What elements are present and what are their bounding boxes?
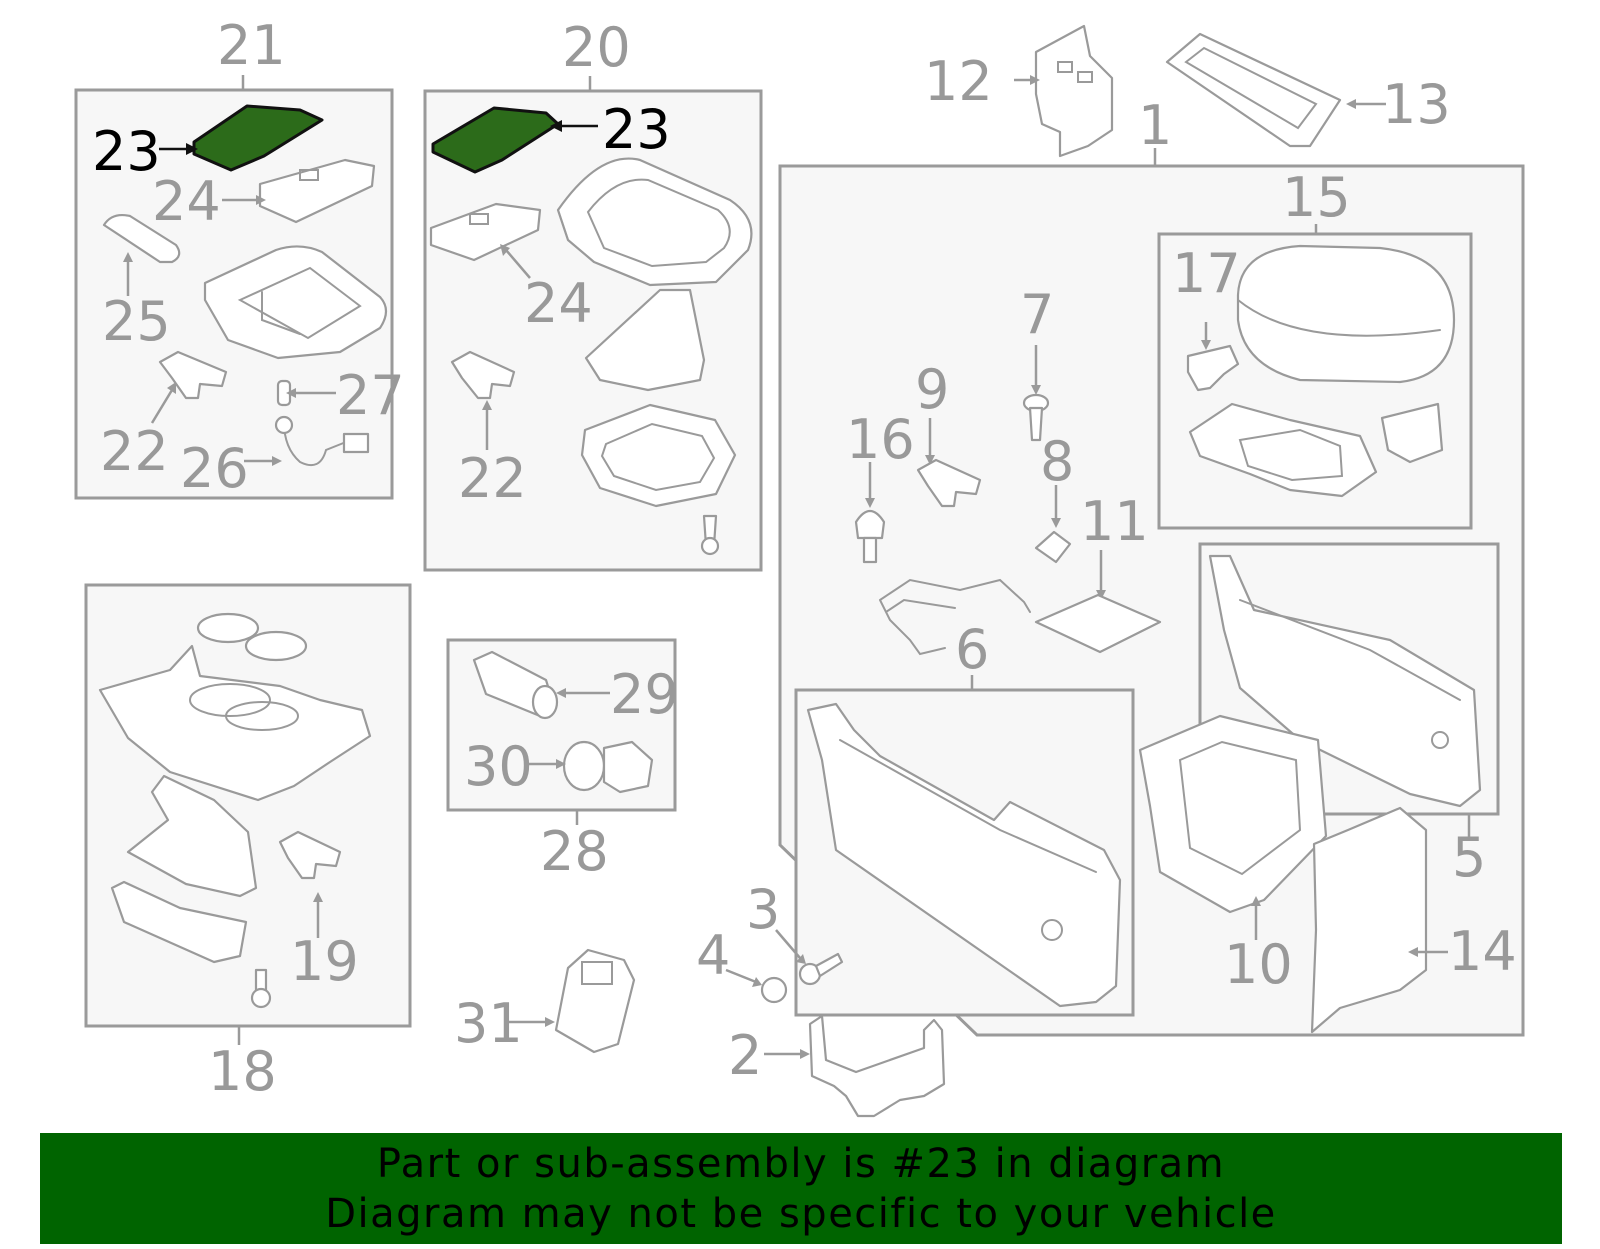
- bracket-wire: [879, 578, 1031, 656]
- label-19: 19: [290, 930, 359, 993]
- switch-31: [554, 948, 636, 1054]
- label-28: 28: [540, 820, 609, 883]
- label-17: 17: [1172, 242, 1241, 305]
- pad-11: [1034, 593, 1162, 654]
- armrest-base: [1188, 402, 1378, 498]
- label-7: 7: [1020, 283, 1054, 346]
- ring-18a: [196, 612, 260, 644]
- part-23-highlight-right: [431, 106, 560, 174]
- label-20: 20: [562, 16, 631, 79]
- label-12: 12: [924, 50, 993, 113]
- label-25: 25: [102, 290, 171, 353]
- label-26: 26: [180, 437, 249, 500]
- label-1: 1: [1138, 94, 1172, 157]
- label-21: 21: [217, 14, 286, 77]
- label-22b: 22: [458, 447, 527, 510]
- label-8: 8: [1040, 430, 1074, 493]
- label-14: 14: [1448, 920, 1517, 983]
- clip-8: [1034, 530, 1072, 564]
- label-31: 31: [454, 992, 523, 1055]
- trim-25: [102, 213, 181, 264]
- bracket-17: [1186, 344, 1240, 392]
- tray-18: [110, 880, 248, 964]
- bezel-24-right: [429, 202, 542, 262]
- rear-panel-14: [1310, 806, 1428, 1034]
- label-24b: 24: [524, 272, 593, 335]
- label-6: 6: [955, 618, 989, 681]
- label-29: 29: [610, 663, 679, 726]
- side-panel-5: [1208, 554, 1482, 808]
- banner-line-1: Part or sub-assembly is #23 in diagram: [376, 1140, 1226, 1187]
- shift-trim-20: [556, 157, 753, 287]
- bracket-22-right: [450, 350, 516, 400]
- bezel-24-left: [258, 158, 376, 224]
- part-23-highlight-left: [192, 104, 324, 172]
- bracket-12: [1034, 24, 1114, 158]
- ring-18b: [244, 630, 308, 662]
- info-banner: Part or sub-assembly is #23 in diagram D…: [40, 1133, 1562, 1244]
- label-27: 27: [336, 364, 405, 427]
- nut-4: [760, 976, 788, 1004]
- banner-line-2: Diagram may not be specific to your vehi…: [325, 1190, 1277, 1237]
- label-10: 10: [1224, 933, 1293, 996]
- label-23-left: 23: [92, 120, 161, 183]
- bracket-9: [916, 458, 982, 508]
- label-5: 5: [1452, 826, 1486, 889]
- tray-13: [1165, 32, 1342, 148]
- storage-box-10: [1138, 714, 1328, 914]
- label-2: 2: [728, 1024, 762, 1087]
- bracket-19: [278, 830, 342, 880]
- label-9: 9: [915, 358, 949, 421]
- knob-16: [854, 509, 886, 540]
- label-13: 13: [1382, 73, 1451, 136]
- label-30: 30: [464, 735, 533, 798]
- label-23-right: 23: [602, 98, 671, 161]
- armrest-lid: [1236, 244, 1456, 384]
- cupholder-18: [98, 644, 372, 802]
- label-24a: 24: [152, 170, 221, 233]
- label-4: 4: [696, 924, 730, 987]
- label-11: 11: [1080, 490, 1149, 553]
- cover-30: [562, 740, 606, 792]
- shift-plate-21: [203, 245, 388, 360]
- label-15: 15: [1282, 166, 1351, 229]
- box-18: [84, 583, 412, 1028]
- bracket-2: [808, 1014, 946, 1118]
- bracket-22-left: [158, 350, 228, 400]
- label-18: 18: [208, 1040, 277, 1103]
- shift-frame: [580, 403, 737, 508]
- harness-26: [283, 421, 347, 466]
- label-16: 16: [846, 408, 915, 471]
- label-3: 3: [746, 878, 780, 941]
- shift-boot: [584, 288, 706, 392]
- label-22a: 22: [100, 420, 169, 483]
- shift-cover-18: [126, 774, 258, 898]
